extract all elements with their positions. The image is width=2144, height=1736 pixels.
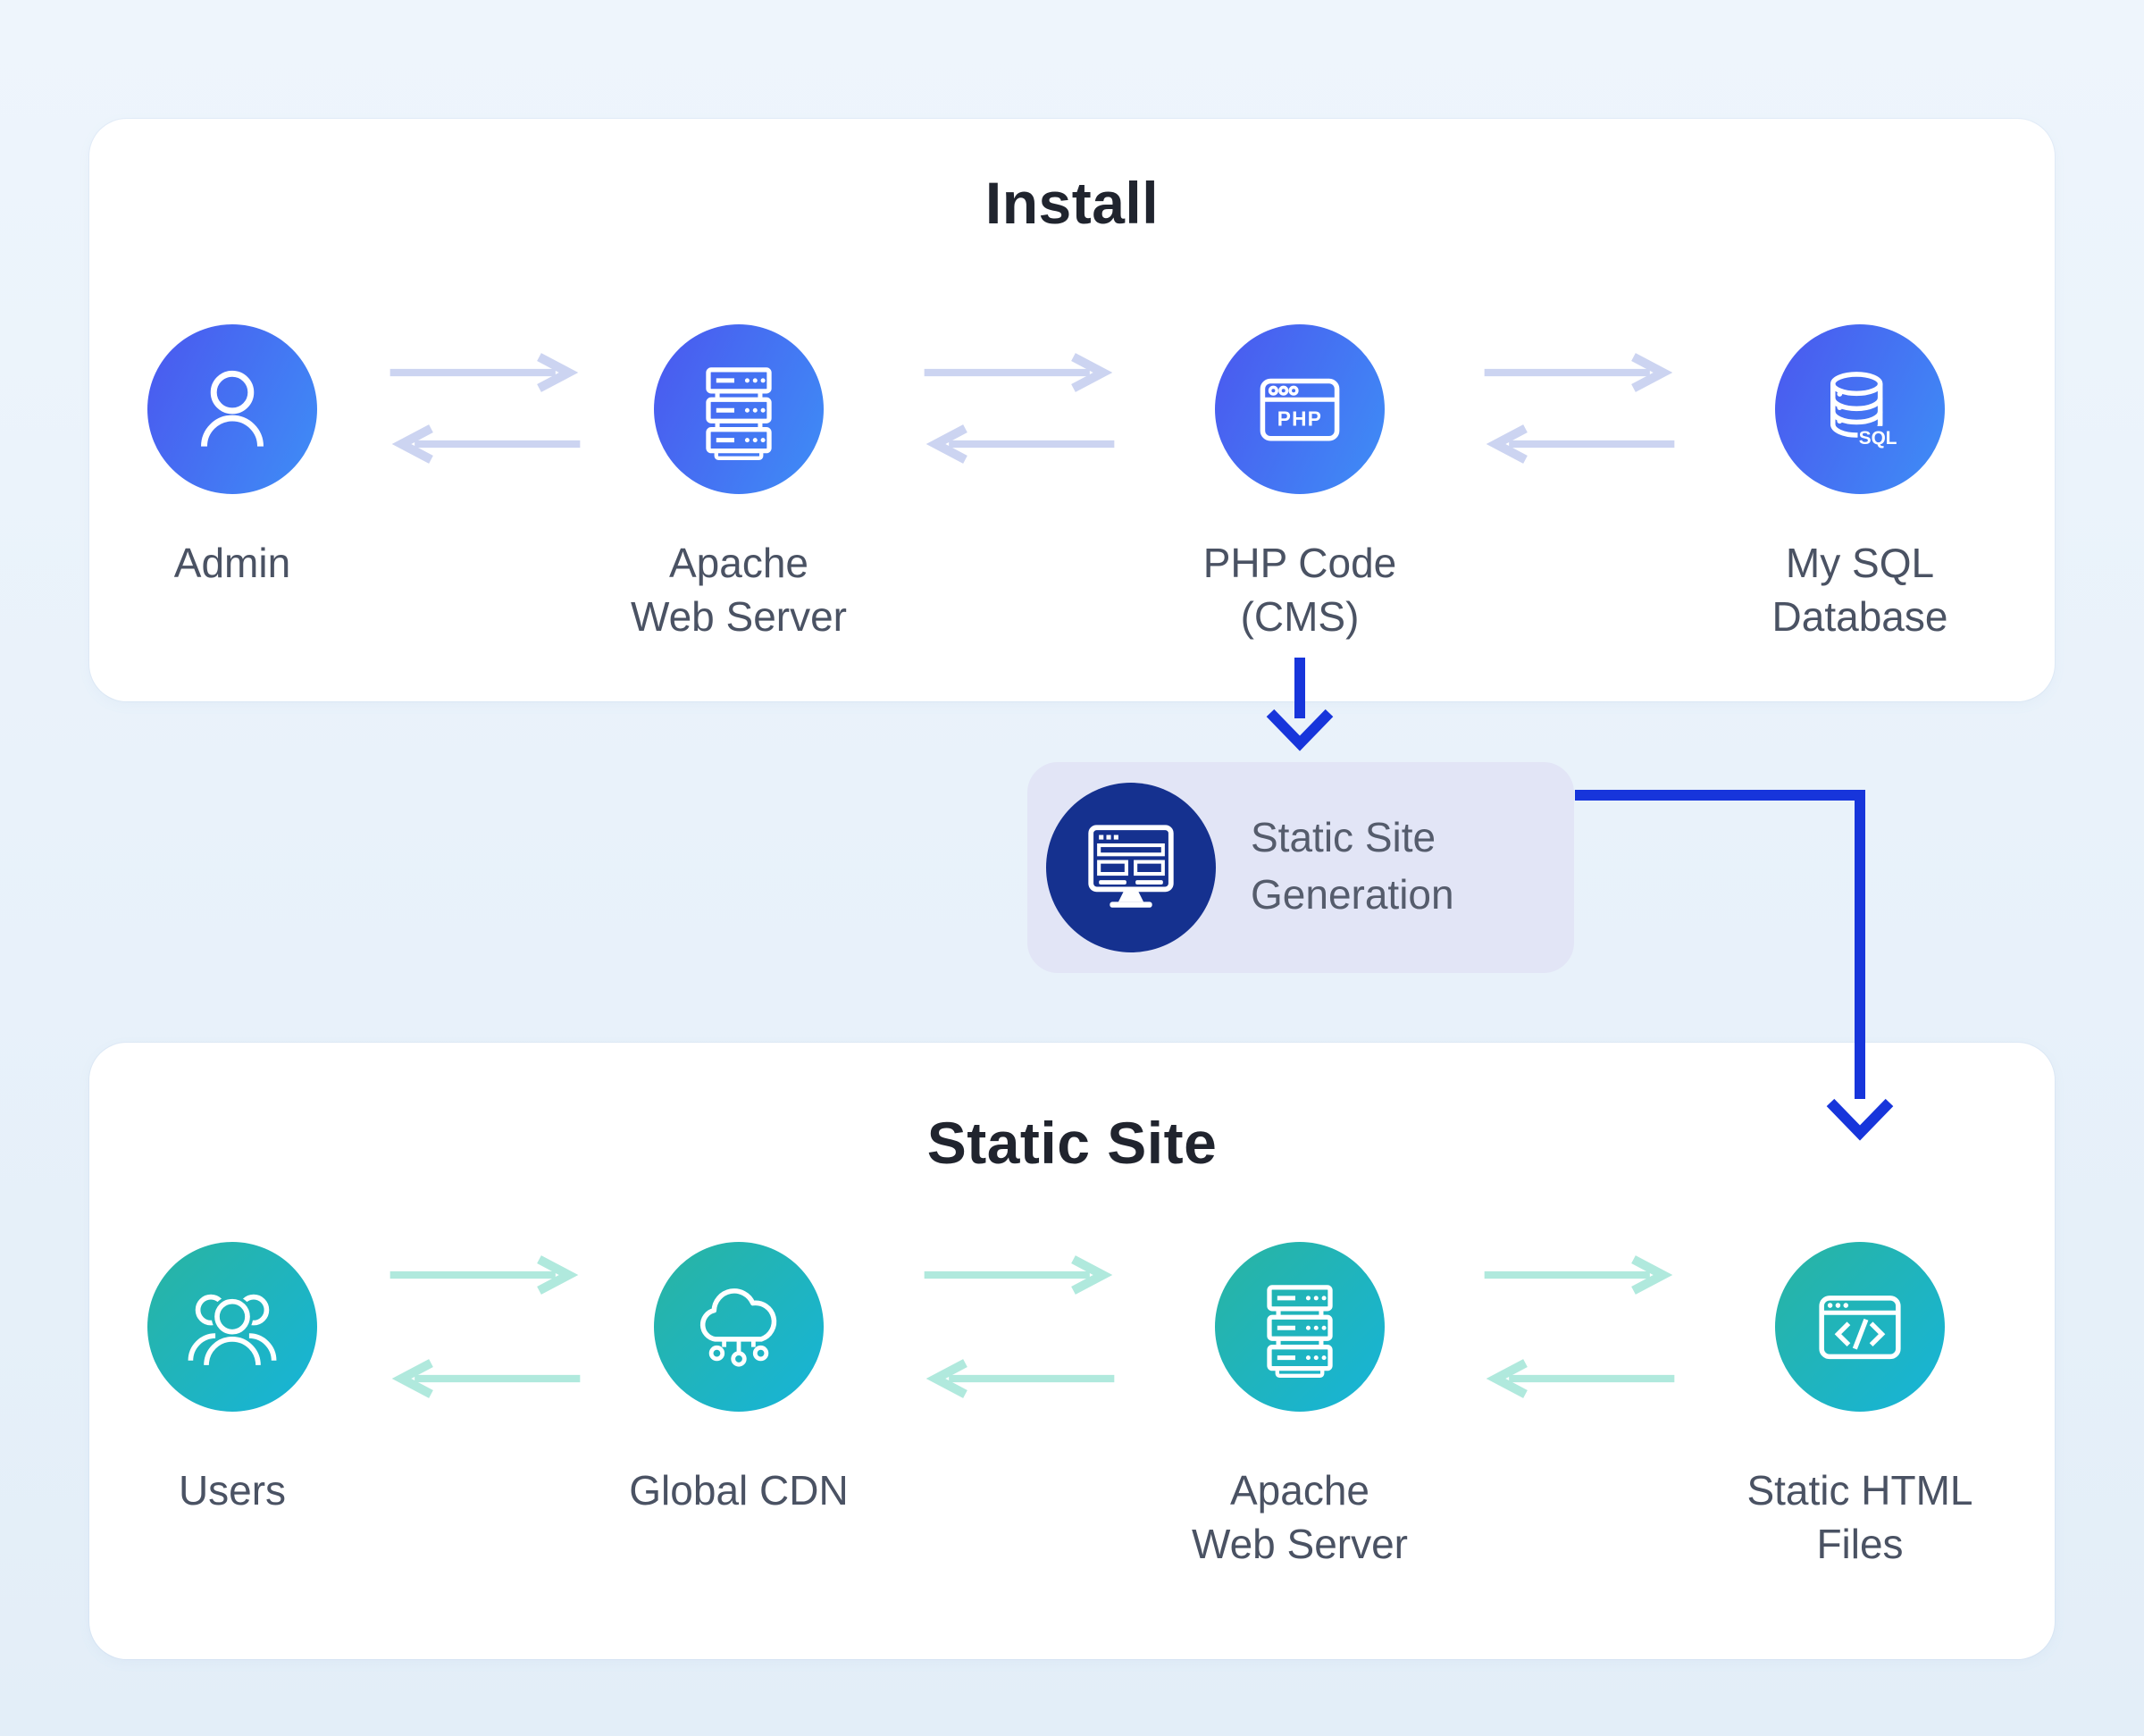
php-icon-text: PHP: [1277, 407, 1322, 430]
database-sql-icon: SQL: [1804, 353, 1916, 465]
node-apache-static-label: Apache Web Server: [1094, 1463, 1505, 1571]
ssg-label: Static Site Generation: [1251, 809, 1454, 923]
arrow-left-icon: [387, 424, 583, 464]
static-site-generation-box: Static Site Generation: [1027, 762, 1574, 973]
ssg-circle: [1046, 783, 1216, 952]
arrow-left-icon: [921, 424, 1118, 464]
node-admin-label: Admin: [27, 536, 438, 590]
arrow-right-icon: [921, 1255, 1118, 1295]
node-global-cdn-label: Global CDN: [533, 1463, 944, 1517]
install-panel-title: Install: [89, 169, 2055, 237]
sql-icon-text: SQL: [1859, 428, 1897, 449]
arrow-right-icon: [1481, 1255, 1678, 1295]
code-browser-icon: [1804, 1271, 1916, 1383]
arrow-right-icon: [1481, 353, 1678, 392]
static-site-panel: Static Site Users: [89, 1043, 2055, 1659]
node-static-html: [1775, 1242, 1945, 1412]
node-users-label: Users: [27, 1463, 438, 1517]
monitor-icon: [1074, 810, 1188, 925]
users-icon: [176, 1271, 289, 1383]
server-stack-icon: [1244, 1271, 1356, 1383]
node-admin: [147, 324, 317, 494]
install-panel: Install Admin: [89, 119, 2055, 701]
node-global-cdn: [654, 1242, 824, 1412]
node-apache-static: [1215, 1242, 1385, 1412]
node-php-code-label: PHP Code (CMS): [1094, 536, 1505, 643]
node-static-html-label: Static HTML Files: [1654, 1463, 2065, 1571]
arrow-left-icon: [921, 1359, 1118, 1398]
node-php-code: PHP: [1215, 324, 1385, 494]
cloud-cdn-icon: [683, 1271, 795, 1383]
node-users: [147, 1242, 317, 1412]
arrow-left-icon: [1481, 1359, 1678, 1398]
static-site-panel-title: Static Site: [89, 1109, 2055, 1177]
server-stack-icon: [683, 353, 795, 465]
node-apache-install-label: Apache Web Server: [533, 536, 944, 643]
node-mysql: SQL: [1775, 324, 1945, 494]
arrow-left-icon: [1481, 424, 1678, 464]
node-apache-install: [654, 324, 824, 494]
arrow-right-icon: [387, 1255, 583, 1295]
arrow-right-icon: [921, 353, 1118, 392]
php-browser-icon: PHP: [1244, 353, 1356, 465]
node-mysql-label: My SQL Database: [1654, 536, 2065, 643]
arrow-right-icon: [387, 353, 583, 392]
arrow-left-icon: [387, 1359, 583, 1398]
person-icon: [176, 353, 289, 465]
